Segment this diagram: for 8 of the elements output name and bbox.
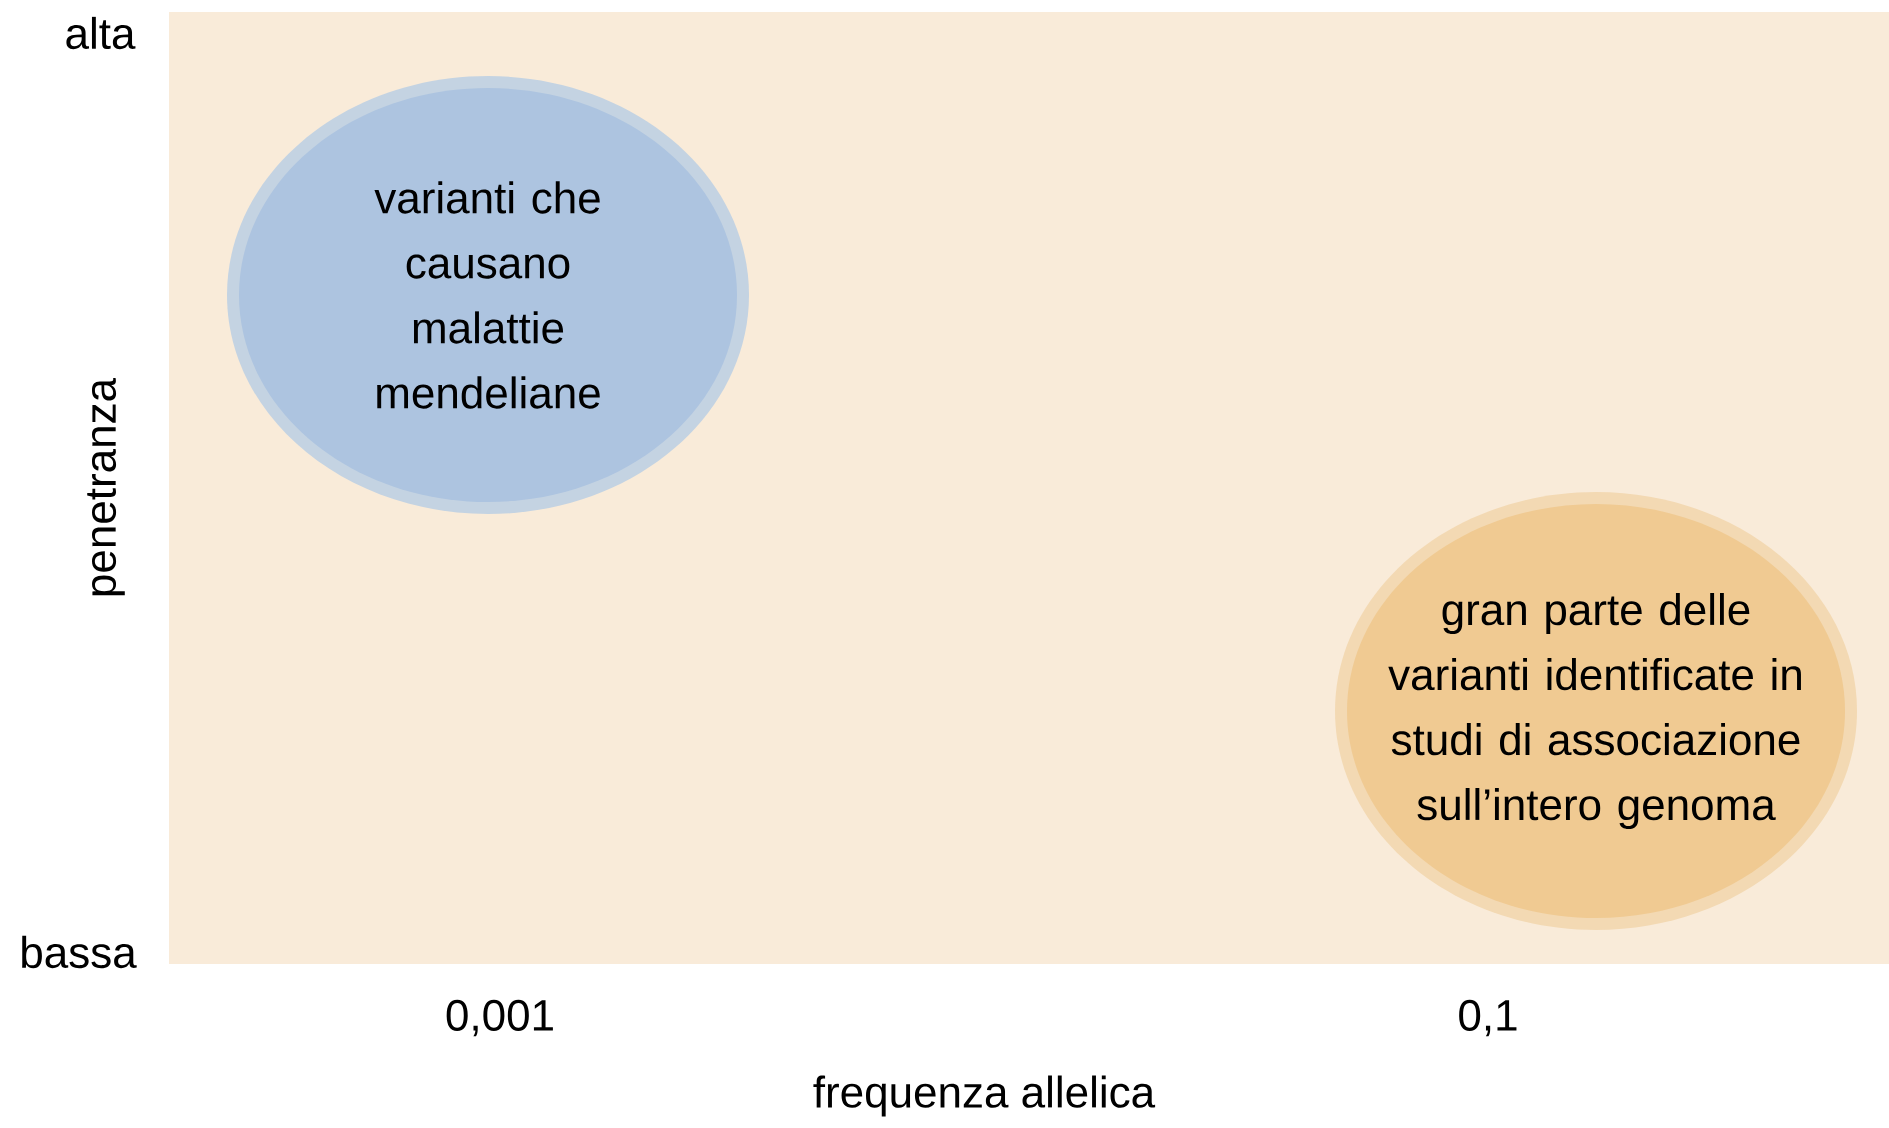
axis-label: alta bbox=[66, 16, 136, 50]
tick-label: 0,1 bbox=[1459, 999, 1517, 1037]
tick-label: 0,001 bbox=[446, 999, 553, 1037]
ellipse-region: varianti che causano malattie mendeliane bbox=[227, 76, 749, 514]
axis-label: bassa bbox=[22, 935, 137, 969]
axis-title: penetranza bbox=[87, 377, 125, 596]
ellipse-region: gran parte delle varianti identificate in studi di associazione sull’intero genoma bbox=[1335, 492, 1857, 930]
axis-title: frequenza allelica bbox=[813, 1075, 1156, 1117]
